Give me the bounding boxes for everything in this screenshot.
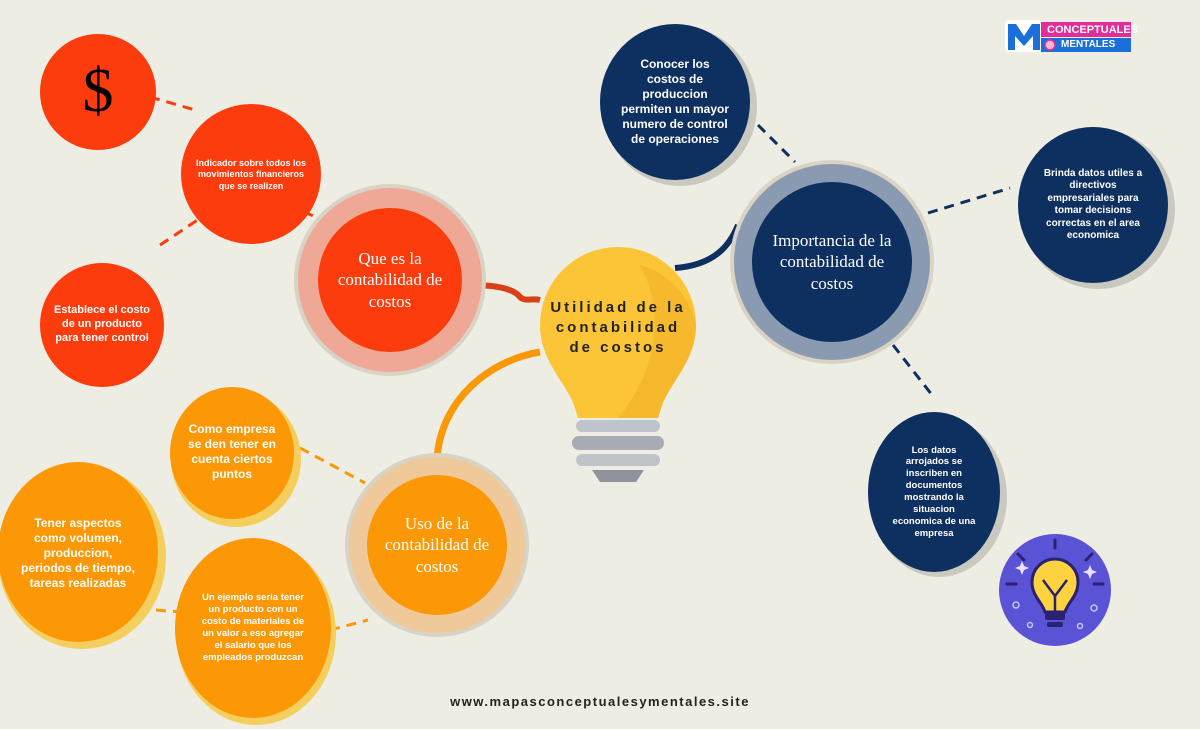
blue-hub: [752, 182, 912, 342]
blue-node-1: [600, 24, 750, 180]
red-branch-shapes: [40, 34, 486, 387]
dollar-sign-icon: $: [82, 57, 114, 126]
connector-blue-hub-to-bulb: [674, 223, 741, 271]
orange-node-1: [170, 387, 294, 519]
blue-node-1-text: Conocer los costos de produccion permite…: [620, 57, 730, 146]
red-node-2-text: Establece el costo de un producto para t…: [54, 304, 150, 344]
red-hub: [318, 208, 462, 352]
logo-word-2: MENTALES: [1061, 39, 1116, 50]
blue-node-3-text: Los datos arrojados se inscriben en docu…: [892, 444, 976, 539]
blue-branch-shapes: [600, 24, 1175, 577]
connector-orange-hub-to-bulb: [433, 348, 541, 461]
blue-node-2-text: Brinda datos utiles a directivos empresa…: [1043, 167, 1143, 242]
orange-hub-text: Uso de la contabilidad de costos: [384, 514, 490, 576]
blue-hub-text: Importancia de la contabilidad de costos: [772, 231, 892, 293]
dollar-node: [40, 34, 156, 150]
red-node-1: [181, 104, 321, 244]
orange-hub: [367, 475, 507, 615]
logo-mark: [1005, 20, 1131, 52]
red-node-2: [40, 263, 164, 387]
idea-bulb-icon: [999, 534, 1111, 646]
red-node-1-text: Indicador sobre todos los movimientos fi…: [195, 158, 306, 191]
orange-node-2-text: Tener aspectos como volumen, produccion,…: [20, 515, 135, 590]
connector-node3-to-uso: [329, 618, 369, 632]
blue-node-3: [868, 412, 1000, 572]
connector-blue-to-node1: [756, 123, 797, 164]
lightbulb-icon: [540, 246, 696, 482]
connector-node2-to-node3: [155, 608, 181, 614]
connector-dollar-to-node1: [149, 95, 196, 112]
orange-node-3: [175, 538, 331, 718]
orange-node-1-text: Como empresa se den tener en cuenta cier…: [187, 422, 277, 481]
red-hub-text: Que es la contabilidad de costos: [337, 249, 443, 311]
connector-blue-to-node2: [927, 186, 1011, 215]
orange-branch-shapes: [0, 387, 529, 725]
connector-uso-to-node1: [299, 446, 366, 485]
connector-red-hub-to-bulb: [469, 282, 541, 303]
site-url[interactable]: www.mapasconceptualesymentales.site: [450, 694, 750, 709]
orange-node-2: [0, 462, 158, 642]
connector-blue-to-node3: [891, 344, 934, 396]
logo-word-1: CONCEPTUALES: [1047, 24, 1139, 36]
logo[interactable]: CONCEPTUALES MENTALES: [1005, 20, 1138, 54]
central-title: Utilidad de la contabilidad de costos: [550, 298, 686, 357]
blue-node-2: [1018, 127, 1168, 283]
orange-node-3-text: Un ejemplo seria tener un producto con u…: [201, 592, 305, 663]
connector-node1-to-node2: [159, 213, 206, 247]
